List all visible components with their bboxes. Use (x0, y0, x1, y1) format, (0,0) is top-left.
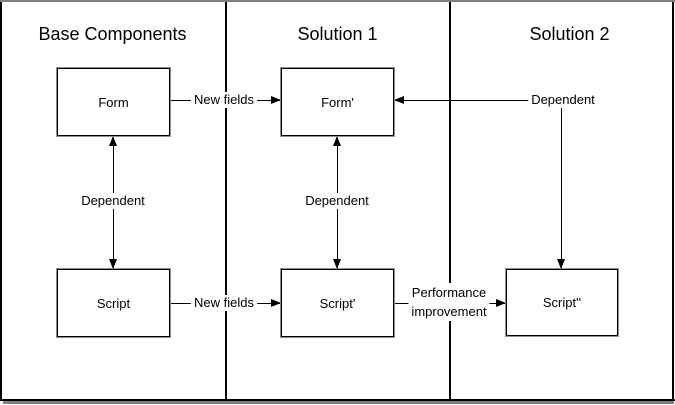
box-script: Script (57, 269, 170, 337)
frame-left-edge (0, 2, 2, 401)
frame-right-edge (672, 2, 674, 401)
box-script-prime-label: Script' (319, 295, 356, 311)
arrowhead-down-into-script-icon (109, 259, 117, 269)
column-title-solution-2: Solution 2 (529, 24, 610, 44)
frame-bottom-shadow (3, 401, 674, 404)
column-title-base-components: Base Components (38, 24, 187, 44)
box-script-prime: Script' (281, 269, 394, 337)
arrowhead-left-into-form-prime-icon (394, 96, 404, 104)
column-title-solution-1: Solution 1 (297, 24, 378, 44)
box-script-label: Script (96, 295, 131, 311)
arrowhead-down-into-script-prime-icon (333, 259, 341, 269)
arrowhead-up-into-form-icon (109, 136, 117, 146)
arrowhead-up-into-form-prime-icon (333, 136, 341, 146)
connector-label-new-fields-bottom: New fields (191, 295, 257, 311)
column-divider-1 (225, 2, 227, 399)
connector-label-performance-improvement: Performance improvement (408, 283, 490, 321)
connector-line-dependent-to-form-prime (394, 100, 561, 101)
connector-label-dependent-solution1: Dependent (302, 193, 372, 209)
column-divider-2 (449, 2, 451, 399)
arrowhead-right-into-script-double-prime-icon (496, 299, 506, 307)
connector-label-dependent-base: Dependent (78, 193, 148, 209)
box-form: Form (57, 68, 170, 136)
frame-bottom-edge (0, 399, 675, 401)
arrowhead-right-into-script-prime-icon (271, 299, 281, 307)
box-script-double-prime-label: Script'' (542, 295, 582, 310)
box-form-label: Form (98, 94, 129, 110)
box-form-prime: Form' (281, 68, 394, 136)
connector-label-dependent-solution2: Dependent (528, 92, 598, 108)
connector-label-new-fields-top: New fields (191, 92, 257, 108)
frame-top-edge (0, 0, 675, 2)
arrowhead-right-into-form-prime-icon (271, 96, 281, 104)
connector-line-dependent-to-script-double-prime (561, 100, 562, 269)
arrowhead-down-into-script-double-prime-icon (557, 259, 565, 269)
box-script-double-prime: Script'' (506, 269, 618, 336)
box-form-prime-label: Form' (321, 94, 354, 110)
